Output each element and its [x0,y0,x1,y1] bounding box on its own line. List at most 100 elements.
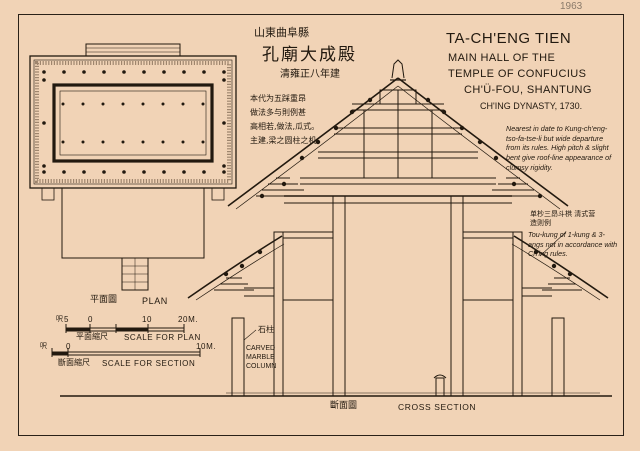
plan-column-dot [181,140,185,144]
plan-column-dot [141,102,145,106]
plan-scale-tick: 5 [64,315,70,324]
plan-column-dot [222,164,226,168]
column-label-line: COLUMN [246,363,277,370]
column-label-line: MARBLE [246,354,275,361]
title-en-line1: TA-CH'ENG TIEN [446,30,572,47]
rafter-end [567,271,573,277]
plan-column-dot [161,140,165,144]
plan-column-dot [42,121,46,125]
note-cn-line: 高相若,做法,瓜式。 [250,122,320,131]
rafter-end [349,109,355,115]
plan-column-dot [182,170,186,174]
archive-mark: 1963 [560,1,583,12]
plan-column-dot [162,70,166,74]
title-cn-date: 清雍正八年建 [280,69,340,80]
section-scale-en: SCALE FOR SECTION [102,359,196,368]
floor-plan-drawing [29,43,237,291]
rafter-end [551,263,557,269]
rafter-end [239,263,245,269]
plan-column-dot [182,70,186,74]
plan-column-dot [42,164,46,168]
rafter-end [259,193,265,199]
rafter-end [511,181,517,187]
rafter-end [441,109,447,115]
plan-column-dot [121,140,125,144]
plan-column-dot [222,78,226,82]
plan-scale-tick: 10 [142,315,153,324]
plan-column-dot [62,70,66,74]
rafter-end [315,139,321,145]
plan-column-dot [101,102,105,106]
note-cn-line: 主建,梁之圆柱之机。 [250,136,325,145]
note-en: Nearest in date to Kung-ch'eng-tso-fa-ts… [506,124,612,172]
note2-en: Tou-kung of 1-kung & 3-angs not in accor… [528,230,618,259]
note-cn: 本代为五踩重昂 做法多与則例甚 高相若,做法,瓜式。 主建,梁之圆柱之机。 [250,92,325,148]
plan-column-dot [222,70,226,74]
section-scale-tick: 0 [66,342,72,351]
rafter-end [281,181,287,187]
note2-cn: 单杪三昂斗栱 清式营造则例 [530,210,596,228]
plan-scale-tick: 0 [88,315,94,324]
note-cn-line: 做法多与則例甚 [250,108,306,117]
column-label-cn: 石柱 [258,325,274,334]
rafter-end [425,97,431,103]
plan-column-dot [42,78,46,82]
rafter-end [493,155,499,161]
section-scale-cn: 斷面縮尺 [58,358,90,367]
plan-column-dot [82,170,86,174]
plan-column-dot [202,70,206,74]
note-cn-line: 本代为五踩重昂 [250,94,306,103]
plan-column-dot [82,70,86,74]
section-label-cn: 斷面圖 [330,401,358,411]
rafter-end [333,125,339,131]
plan-column-dot [202,170,206,174]
cross-section-drawing [60,59,612,397]
plan-label-cn: 平面圖 [90,295,118,305]
rafter-end [477,139,483,145]
plan-column-dot [102,170,106,174]
title-cn-main: 孔廟大成殿 [262,45,357,65]
plan-column-dot [42,170,46,174]
section-scale-bar [51,348,201,357]
plan-column-dot [162,170,166,174]
plan-column-dot [142,70,146,74]
section-scale-tick: 10M. [196,342,217,351]
plan-column-dot [222,121,226,125]
title-cn-province: 山東曲阜縣 [254,26,309,39]
title-en-dynasty: CH'ING DYNASTY, 1730. [480,101,583,111]
plan-column-dot [161,102,165,106]
rafter-end [533,249,539,255]
plan-column-dot [102,70,106,74]
rafter-end [537,193,543,199]
column-label-line: CARVED [246,345,276,352]
rafter-end [367,97,373,103]
plan-scale-unit: 呎 [56,316,64,323]
drawing-border [18,14,624,436]
plan-column-dot [122,70,126,74]
plan-scale-en: SCALE FOR PLAN [124,333,201,342]
rafter-end [223,271,229,277]
plan-column-dot [122,170,126,174]
section-scale-unit: 呎 [40,343,48,350]
plan-column-dot [121,102,125,106]
plan-scale-bar [65,324,185,333]
rafter-end [299,155,305,161]
plan-columns [42,70,226,174]
title-en-line3: TEMPLE OF CONFUCIUS [448,68,587,80]
rafter-end [257,249,263,255]
plan-column-dot [62,170,66,174]
plan-column-dot [81,140,85,144]
plan-scale-tick: 20M. [178,315,199,324]
plan-column-dot [61,102,65,106]
title-en-line2: MAIN HALL OF THE [448,52,556,64]
plan-column-dot [42,70,46,74]
plan-column-dot [201,140,205,144]
rafter-end [459,125,465,131]
plan-column-dot [222,170,226,174]
title-en-line4: CH'Ü-FOU, SHANTUNG [464,84,592,96]
plan-column-dot [201,102,205,106]
plan-column-dot [181,102,185,106]
plan-column-dot [81,102,85,106]
